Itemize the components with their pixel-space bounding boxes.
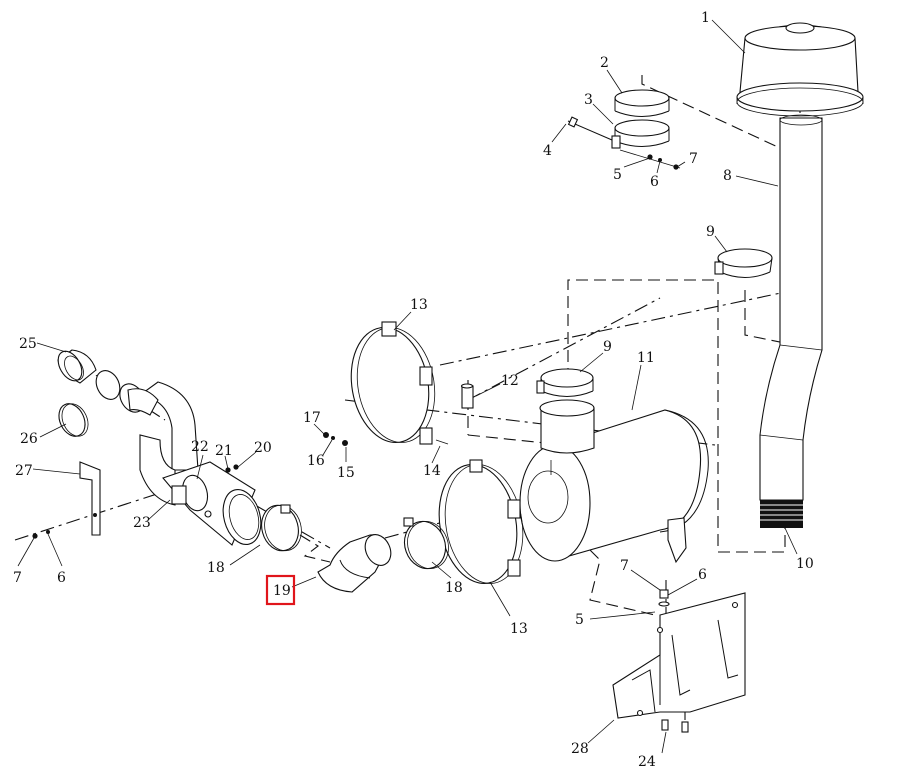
callout-28: 28 <box>571 741 589 757</box>
callout-6: 6 <box>650 174 659 190</box>
callout-5: 5 <box>575 612 584 628</box>
pipe-adapter-22 <box>162 461 262 546</box>
hose-clamp-26 <box>58 370 121 437</box>
callout-8: 8 <box>723 168 732 184</box>
elbow-pipe-23 <box>119 381 199 506</box>
callout-18: 18 <box>207 560 225 576</box>
leader-lines <box>17 19 798 754</box>
mounting-band-13-upper <box>323 321 449 446</box>
callout-23: 23 <box>133 515 151 531</box>
clamp-band-3 <box>611 119 670 149</box>
callout-1: 1 <box>701 10 710 26</box>
callout-6: 6 <box>698 567 707 583</box>
restriction-indicator <box>460 383 474 409</box>
callout-13: 13 <box>510 621 528 637</box>
callout-9: 9 <box>706 224 715 240</box>
callout-5: 5 <box>613 167 622 183</box>
callout-11: 11 <box>637 350 655 366</box>
callout-6: 6 <box>57 570 66 586</box>
hose-clamp-18-right <box>403 517 449 570</box>
callout-18: 18 <box>445 580 463 596</box>
callout-12: 12 <box>501 373 519 389</box>
hose-clamp-9-upper <box>714 248 773 278</box>
mounting-band-13-lower <box>438 459 524 585</box>
support-bracket-28 <box>612 589 746 733</box>
callout-19-highlight-box <box>265 574 296 606</box>
callout-21: 21 <box>215 443 233 459</box>
callout-7: 7 <box>620 558 629 574</box>
intake-pipe <box>759 114 823 501</box>
callout-10: 10 <box>796 556 814 572</box>
callout-3: 3 <box>584 92 593 108</box>
hose-clamp-18-left <box>261 504 302 552</box>
callout-7: 7 <box>689 151 698 167</box>
callout-15: 15 <box>337 465 355 481</box>
callout-20: 20 <box>254 440 272 456</box>
callout-26: 26 <box>20 431 38 447</box>
callout-24: 24 <box>638 754 656 770</box>
air-cleaner-body <box>519 399 709 564</box>
callout-14: 14 <box>423 463 441 479</box>
callout-9: 9 <box>603 339 612 355</box>
clamp-band-2 <box>614 89 670 117</box>
bracket-27 <box>32 461 101 539</box>
callout-16: 16 <box>307 453 325 469</box>
pre-cleaner-cap <box>736 22 864 117</box>
callout-4: 4 <box>543 143 552 159</box>
cap-25 <box>57 349 97 384</box>
callout-17: 17 <box>303 410 321 426</box>
callout-7: 7 <box>13 570 22 586</box>
callout-labels: 1 2 3 4 5 6 7 8 9 10 9 11 12 13 17 16 15… <box>13 10 814 770</box>
callout-27: 27 <box>15 463 33 479</box>
callout-22: 22 <box>191 439 209 455</box>
callout-19-highlighted[interactable]: 19 <box>273 583 291 599</box>
elbow-hose-19 <box>317 534 392 593</box>
hose-clamp-9-middle <box>536 368 594 397</box>
callout-13: 13 <box>410 297 428 313</box>
rubber-hose <box>760 500 803 528</box>
callout-25: 25 <box>19 336 37 352</box>
callout-2: 2 <box>600 55 609 71</box>
